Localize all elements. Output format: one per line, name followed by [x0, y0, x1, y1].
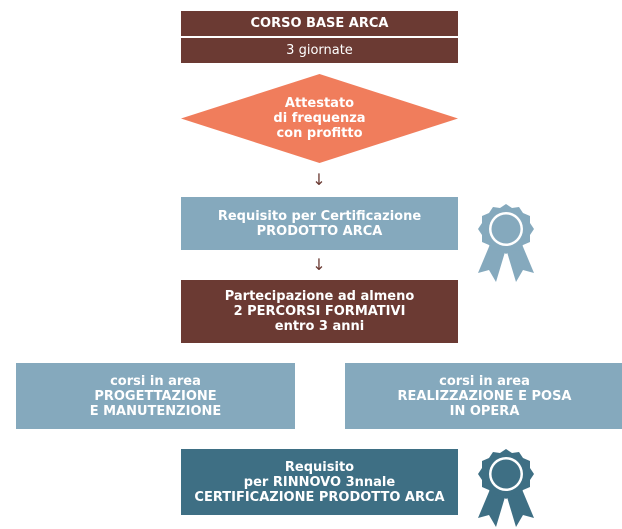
attestato-text: Attestato di frequenza con profitto: [273, 96, 366, 141]
area-progettazione-box: corsi in area PROGETTAZIONE E MANUTENZIO…: [16, 363, 295, 429]
arrow-down-icon: ↓: [312, 255, 326, 274]
requisito-rinnovo-box: Requisito per RINNOVO 3nnale CERTIFICAZI…: [181, 449, 458, 515]
attestato-diamond: [181, 74, 458, 163]
award-ribbon-icon: [478, 449, 534, 527]
area-realizzazione-box: corsi in area REALIZZAZIONE E POSA IN OP…: [345, 363, 622, 429]
course-title: CORSO BASE ARCA: [181, 11, 458, 36]
course-duration: 3 giornate: [181, 38, 458, 63]
award-ribbon-icon: [478, 204, 534, 282]
partecipazione-box: Partecipazione ad almeno 2 PERCORSI FORM…: [181, 280, 458, 343]
arrow-down-icon: ↓: [312, 170, 326, 189]
requisito-prodotto-box: Requisito per Certificazione PRODOTTO AR…: [181, 197, 458, 250]
